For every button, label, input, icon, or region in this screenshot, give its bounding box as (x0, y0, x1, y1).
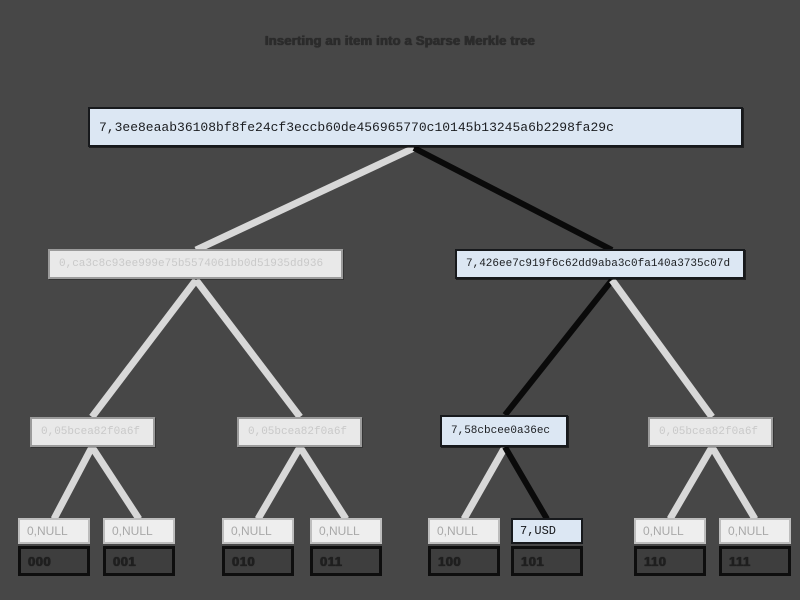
tree-node-level2-3[interactable]: 0,05bcea82f0a6f (648, 417, 773, 447)
edge-l1-to-leaf010 (254, 445, 304, 521)
leaf-010-value: 0,NULL (222, 518, 294, 544)
leaf-110-value: 0,NULL (634, 518, 706, 544)
leaf-011[interactable]: 0,NULL 011 (310, 518, 382, 576)
edge-root-to-left (194, 144, 416, 254)
tree-node-root[interactable]: 7,3ee8eaab36108bf8fe24cf3eccb60de4569657… (88, 107, 743, 147)
leaf-000[interactable]: 0,NULL 000 (18, 518, 90, 576)
edge-right-to-r0 (502, 278, 615, 417)
edge-right-to-r1 (609, 277, 715, 420)
edge-left-to-l1 (193, 277, 303, 420)
leaf-011-index: 011 (310, 546, 382, 576)
edge-r1-to-leaf111 (708, 445, 759, 521)
leaf-110[interactable]: 0,NULL 110 (634, 518, 706, 576)
leaf-100-index: 100 (428, 546, 500, 576)
tree-node-level1-0[interactable]: 0,ca3c8c93ee999e75b5574061bb0d51935dd936 (48, 249, 343, 279)
edge-l0-to-leaf001 (89, 445, 142, 521)
edge-r1-to-leaf110 (666, 445, 716, 521)
leaf-111-value: 0,NULL (719, 518, 791, 544)
leaf-010-index: 010 (222, 546, 294, 576)
leaf-001[interactable]: 0,NULL 001 (103, 518, 175, 576)
leaf-000-value: 0,NULL (18, 518, 90, 544)
leaf-101[interactable]: 7,USD 101 (511, 518, 583, 576)
leaf-011-value: 0,NULL (310, 518, 382, 544)
leaf-100-value: 0,NULL (428, 518, 500, 544)
tree-node-level2-2[interactable]: 7,58cbcee0a36ec (440, 415, 568, 447)
edge-r0-to-leaf101 (502, 445, 550, 521)
leaf-101-value: 7,USD (511, 518, 583, 544)
leaf-111[interactable]: 0,NULL 111 (719, 518, 791, 576)
leaf-001-index: 001 (103, 546, 175, 576)
edge-root-to-right (412, 145, 614, 253)
tree-node-level2-0[interactable]: 0,05bcea82f0a6f (30, 417, 155, 447)
leaf-101-index: 101 (511, 546, 583, 576)
leaf-000-index: 000 (18, 546, 90, 576)
tree-node-level1-1[interactable]: 7,426ee7c919f6c62dd9aba3c0fa140a3735c07d (455, 249, 745, 279)
tree-node-level2-1[interactable]: 0,05bcea82f0a6f (237, 417, 362, 447)
leaf-100[interactable]: 0,NULL 100 (428, 518, 500, 576)
leaf-110-index: 110 (634, 546, 706, 576)
edge-l0-to-leaf000 (50, 445, 96, 521)
leaf-001-value: 0,NULL (103, 518, 175, 544)
leaf-010[interactable]: 0,NULL 010 (222, 518, 294, 576)
diagram-title: Inserting an item into a Sparse Merkle t… (264, 33, 536, 48)
edge-l1-to-leaf011 (297, 445, 349, 521)
edge-r0-to-leaf100 (460, 445, 509, 521)
leaf-111-index: 111 (719, 546, 791, 576)
edge-left-to-l0 (89, 277, 199, 420)
